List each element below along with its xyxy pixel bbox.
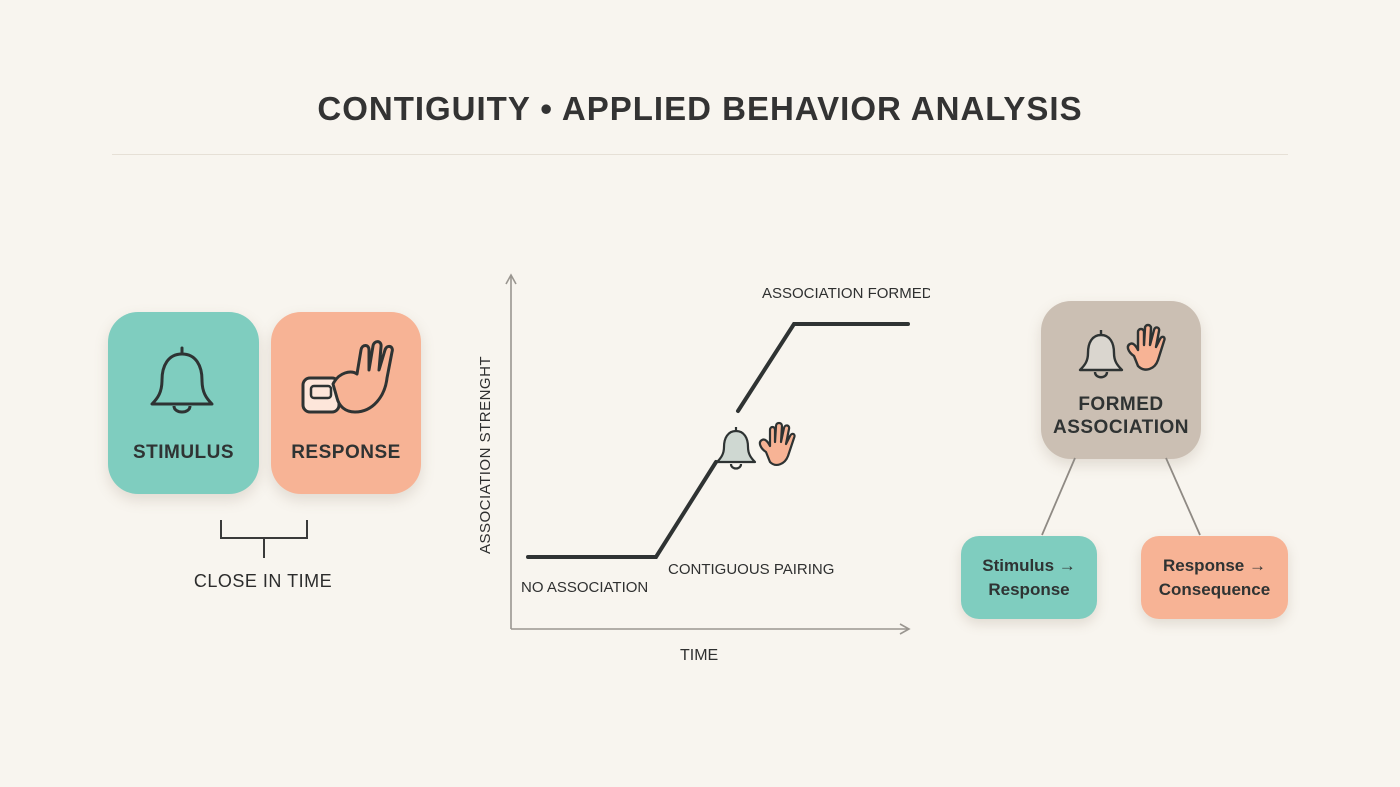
- label-contiguous-pairing: CONTIGUOUS PAIRING: [668, 561, 834, 578]
- close-in-time-label: CLOSE IN TIME: [193, 571, 333, 591]
- bell-icon: [1078, 330, 1124, 379]
- page-title: CONTIGUITY • APPLIED BEHAVIOR ANALYSIS: [317, 90, 1083, 127]
- formed-association-line2: ASSOCIATION: [1052, 417, 1190, 438]
- association-curve: [526, 460, 718, 559]
- hand-pressing-button-icon: [301, 340, 394, 414]
- bell-icon: [715, 427, 757, 470]
- hand-icon: [758, 421, 796, 466]
- bell-icon: [150, 346, 214, 414]
- label-no-association: NO ASSOCIATION: [521, 579, 648, 596]
- x-axis-label: TIME: [680, 647, 718, 664]
- formed-association-line1: FORMED: [1078, 394, 1164, 415]
- x-axis-arrow: [899, 623, 911, 635]
- response-label: RESPONSE: [291, 442, 401, 463]
- formed-association-card: FORMED ASSOCIATION: [1041, 301, 1201, 459]
- pill-left-line1: Stimulus →: [982, 555, 1076, 575]
- pill-left-line2: Response: [988, 579, 1070, 599]
- y-axis-label: ASSOCIATION STRENGHT: [477, 356, 494, 554]
- stimulus-card: STIMULUS: [108, 312, 259, 494]
- response-consequence-pill: Response → Consequence: [1141, 536, 1288, 619]
- tree-connectors: [1041, 457, 1201, 536]
- hand-icon: [1126, 323, 1166, 371]
- formed-association-label: FORMED ASSOCIATION: [1041, 393, 1201, 439]
- pill-right-line1: Response →: [1163, 555, 1266, 575]
- stimulus-label: STIMULUS: [132, 442, 235, 463]
- label-association-formed: ASSOCIATION FORMED: [762, 285, 930, 302]
- stimulus-response-pill: Stimulus → Response: [961, 536, 1097, 619]
- association-curve-upper: [736, 322, 910, 413]
- y-axis-arrow: [505, 273, 517, 285]
- association-strength-graph: ASSOCIATION STRENGHT TIME NO ASSOCIATION…: [477, 273, 930, 664]
- title-divider: [112, 154, 1288, 155]
- response-card: RESPONSE: [271, 312, 421, 494]
- pill-right-line2: Consequence: [1158, 579, 1271, 599]
- close-in-time-bracket: [220, 520, 308, 558]
